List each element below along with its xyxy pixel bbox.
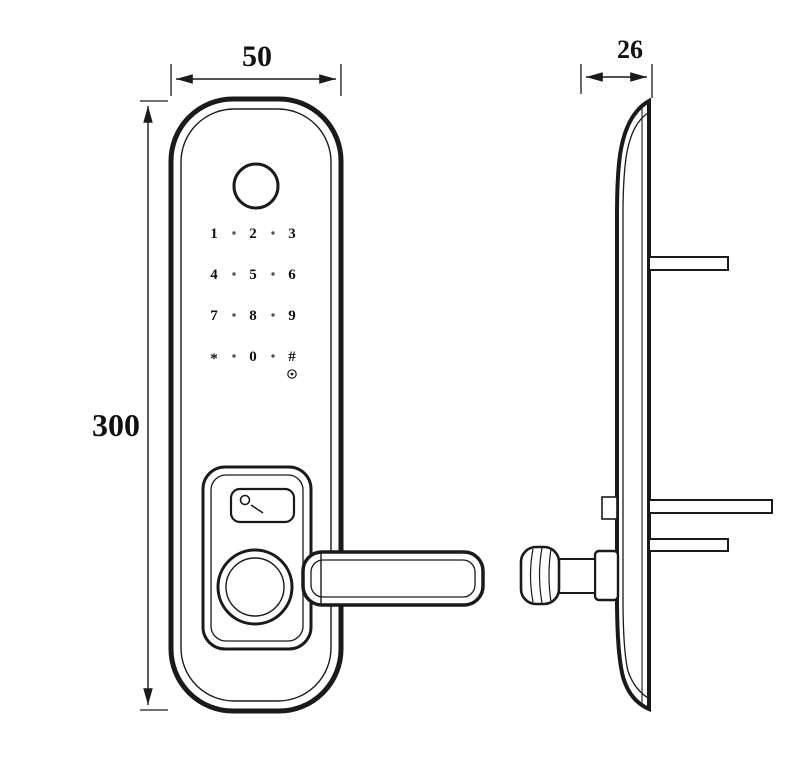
handle-bar [301, 550, 485, 607]
plate-inner-outline [210, 474, 304, 642]
dim-width-label: 50 [242, 40, 272, 73]
side-handle [519, 545, 620, 606]
keypad-key: 5 [249, 267, 257, 283]
handle-shaft-side [556, 558, 596, 594]
key-cover-pivot [239, 494, 251, 506]
latch-pin-middle [648, 499, 773, 514]
keypad-indicator-icon [287, 369, 297, 379]
keypad-key: 0 [249, 349, 257, 365]
keypad-key: 9 [288, 308, 296, 324]
dimension-width: 50 [170, 40, 342, 96]
dimension-depth: 26 [580, 35, 653, 98]
fingerprint-sensor [232, 162, 280, 210]
keypad-key: 2 [249, 226, 257, 242]
latch-pin-top [648, 256, 729, 271]
keypad-key: 1 [210, 226, 218, 242]
side-profile [615, 97, 651, 713]
keypad-key: # [288, 349, 296, 365]
dimension-height: 300 [92, 100, 168, 711]
keypad-key: 3 [288, 226, 296, 242]
spindle-boss [601, 496, 618, 520]
knob-inner [225, 557, 285, 617]
front-view: 1 2 3 4 5 6 7 8 9 * 0 # [168, 96, 485, 714]
side-view [519, 97, 773, 713]
key-slot [250, 504, 264, 514]
handle-bar-inner-line [310, 559, 476, 598]
handle-hub-side [593, 549, 620, 602]
keypad-key: 6 [288, 267, 296, 283]
cylinder-plate [201, 465, 313, 651]
knob-outer [216, 548, 294, 626]
keypad-key: 8 [249, 308, 257, 324]
keypad: 1 2 3 4 5 6 7 8 9 * 0 # [210, 226, 297, 379]
grip-contour-line [529, 548, 534, 603]
grip-contour-line [538, 547, 543, 604]
key-cover [229, 487, 296, 524]
grip-contour-line [548, 548, 552, 603]
front-handle [301, 550, 485, 607]
keypad-key: * [210, 351, 218, 367]
latch-pin-bottom [648, 538, 729, 552]
dim-height-label: 300 [92, 407, 140, 443]
keypad-dots [232, 231, 275, 358]
keypad-key: 7 [210, 308, 218, 324]
dim-depth-label: 26 [617, 35, 643, 64]
lock-body-inner-outline [180, 108, 332, 702]
keypad-key: 4 [210, 267, 218, 283]
side-profile-inner-line [622, 112, 649, 699]
